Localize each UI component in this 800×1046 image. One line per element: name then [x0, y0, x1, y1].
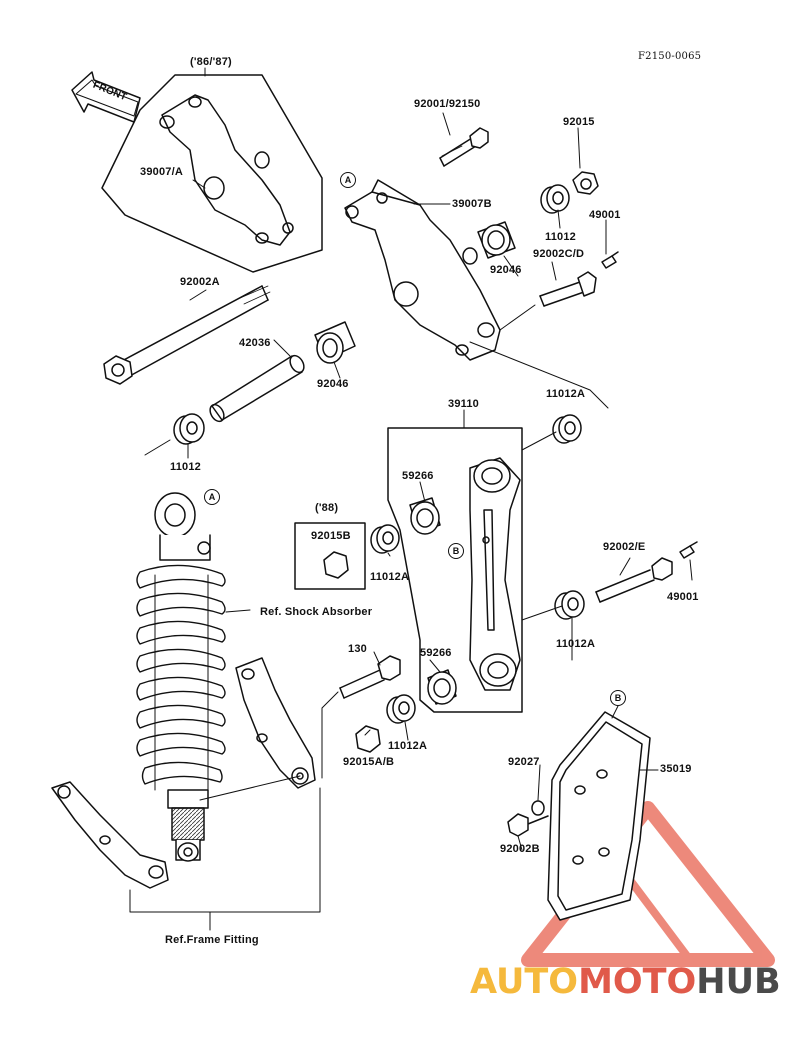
part-59266-bottom-label: 59266 — [420, 647, 452, 659]
part-92046-right-label: 92046 — [490, 264, 522, 276]
nut-92015ab — [355, 725, 381, 753]
seal-11012a-mid — [370, 524, 400, 554]
part-11012a-bottom-label: 11012A — [388, 740, 428, 752]
part-92046-left-label: 92046 — [317, 378, 349, 390]
frame-fitting-right — [235, 657, 316, 789]
part-92027-label: 92027 — [508, 756, 540, 768]
part-11012a-right-label: 11012A — [556, 638, 596, 650]
part-39007a-label: 39007/A — [140, 166, 183, 178]
grease-nipple-49001-top — [601, 251, 619, 269]
arm-39007b — [344, 179, 501, 361]
seal-11012a-right — [554, 590, 585, 620]
part-35019-label: 35019 — [660, 763, 692, 775]
bolt-130 — [339, 655, 401, 699]
frame-fitting-left — [51, 781, 169, 889]
part-92015ab-label: 92015A/B — [343, 756, 395, 768]
year-88-boundary — [294, 522, 366, 590]
part-11012a-top-label: 11012A — [546, 388, 586, 400]
part-39110-label: 39110 — [448, 398, 479, 410]
part-59266-top-label: 59266 — [402, 470, 434, 482]
seal-11012a-bottom — [386, 694, 416, 724]
figure-code: F2150-0065 — [638, 51, 702, 62]
callout-b-guard: B — [610, 690, 626, 706]
bearing-92046-right — [477, 221, 516, 259]
part-92015b-label: 92015B — [311, 530, 351, 542]
part-11012a-mid-label: 11012A — [370, 571, 410, 583]
part-92002cd-label: 92002C/D — [533, 248, 585, 260]
ref-frame-fitting-label: Ref.Frame Fitting — [165, 934, 259, 946]
grease-nipple-49001-mid — [679, 541, 698, 559]
washer-92027 — [531, 800, 545, 816]
sleeve-42036 — [209, 354, 305, 423]
year-label-8687: ('86/'87) — [190, 56, 232, 68]
bolt-92002cd — [539, 271, 597, 307]
callout-a-top: A — [340, 172, 356, 188]
bolt-92002b — [507, 813, 549, 837]
watermark-text: AUTOMOTOHUB — [470, 962, 781, 1002]
part-92015-label: 92015 — [563, 116, 595, 128]
callout-b-link: B — [448, 543, 464, 559]
bearing-92046-left — [314, 321, 356, 364]
part-130-label: 130 — [348, 643, 367, 655]
nut-92015 — [572, 171, 599, 195]
year-8687-boundary — [101, 74, 323, 273]
part-39007b-label: 39007B — [452, 198, 492, 210]
part-49001-top-label: 49001 — [589, 209, 621, 221]
bolt-92002e — [595, 557, 673, 603]
nut-92015b — [323, 551, 349, 579]
seal-11012a-top — [552, 414, 582, 444]
shock-absorber — [136, 492, 226, 862]
watermark-moto: MOTO — [578, 962, 697, 1002]
linkage-39110-boundary — [387, 427, 523, 713]
bracket-39007a — [159, 94, 294, 246]
bolt-92002a — [103, 285, 271, 385]
bolt-92001 — [439, 127, 489, 167]
callout-a-shock: A — [204, 489, 220, 505]
seal-11012-right — [540, 184, 570, 214]
seal-11012-left — [144, 413, 205, 456]
front-arrow-icon — [71, 71, 141, 123]
part-49001-mid-label: 49001 — [667, 591, 699, 603]
watermark-auto: AUTO — [470, 962, 579, 1002]
part-42036-label: 42036 — [239, 337, 271, 349]
watermark-hub: HUB — [696, 962, 781, 1002]
part-92002b-label: 92002B — [500, 843, 540, 855]
part-92002e-label: 92002/E — [603, 541, 646, 553]
year-label-88: ('88) — [315, 502, 339, 514]
part-11012-left-label: 11012 — [170, 461, 201, 473]
guard-plate-35019 — [547, 711, 651, 921]
ref-shock-absorber-label: Ref. Shock Absorber — [260, 606, 373, 618]
collar-59266-bottom — [427, 669, 457, 705]
link-rod-39110 — [469, 457, 521, 691]
part-92001-label: 92001/92150 — [414, 98, 481, 110]
collar-59266-top — [409, 497, 441, 535]
part-11012-right-label: 11012 — [545, 231, 576, 243]
part-92002a-label: 92002A — [180, 276, 220, 288]
